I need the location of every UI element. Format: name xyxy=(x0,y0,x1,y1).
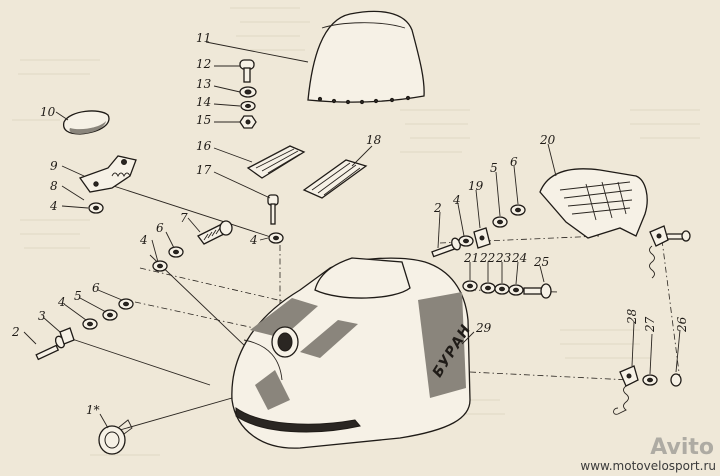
part-10-cap xyxy=(62,110,110,135)
part-7-bolt xyxy=(197,220,233,245)
part-24-washer xyxy=(508,284,524,296)
label-part-20: 20 xyxy=(539,133,556,147)
label-part-21: 21 xyxy=(463,251,479,265)
label-leaders xyxy=(23,41,681,429)
label-part-2-left: 2 xyxy=(11,325,20,339)
part-2-screw-right xyxy=(431,237,461,258)
part-4-washer-left-mid xyxy=(152,260,168,272)
part-21-washer xyxy=(462,280,478,292)
label-part-16: 16 xyxy=(196,139,212,153)
label-part-24: 24 xyxy=(511,251,527,265)
part-16-grille xyxy=(246,145,306,179)
label-part-6-mid: 6 xyxy=(156,221,164,235)
part-labels: 1* 2 3 4 5 6 4 6 7 4 8 9 10 11 12 13 14 … xyxy=(11,31,689,417)
part-4-washer-center xyxy=(268,232,284,244)
label-part-4-center: 4 xyxy=(249,233,258,247)
label-part-5-left: 5 xyxy=(74,289,82,303)
label-part-28: 28 xyxy=(625,308,639,325)
label-part-22: 22 xyxy=(479,251,495,265)
label-part-12: 12 xyxy=(196,57,211,71)
label-part-4-right: 4 xyxy=(452,193,461,207)
label-part-11: 11 xyxy=(196,31,211,45)
part-6-washer-left xyxy=(118,298,134,310)
label-part-13: 13 xyxy=(196,77,212,91)
part-26-pin xyxy=(665,230,691,387)
label-part-25: 25 xyxy=(533,255,549,269)
avito-logo: Avito xyxy=(650,435,714,460)
label-part-5-right: 5 xyxy=(490,161,498,175)
label-part-3: 3 xyxy=(38,309,46,323)
label-part-23: 23 xyxy=(495,251,512,265)
part-13-washer xyxy=(239,86,257,98)
part-12-screw xyxy=(239,59,255,83)
part-6-washer-left-mid xyxy=(168,246,184,258)
label-part-6-left: 6 xyxy=(92,281,100,295)
label-part-1: 1* xyxy=(86,403,100,417)
label-part-15: 15 xyxy=(196,113,211,127)
label-part-4-mid: 4 xyxy=(139,233,148,247)
label-part-2-right: 2 xyxy=(433,201,442,215)
label-part-8: 8 xyxy=(50,179,58,193)
part-3-clip xyxy=(59,327,75,345)
part-28-latch xyxy=(613,225,669,415)
part-20-box xyxy=(539,168,648,239)
part-22-washer xyxy=(480,282,496,294)
part-19-clip xyxy=(473,227,491,249)
label-part-4-left: 4 xyxy=(57,295,66,309)
label-part-9: 9 xyxy=(50,159,58,173)
part-4-washer-right xyxy=(458,235,474,247)
part-9-bracket xyxy=(78,155,137,193)
label-part-19: 19 xyxy=(468,179,484,193)
label-part-17: 17 xyxy=(196,163,212,177)
label-part-29: 29 xyxy=(475,321,492,335)
part-18-grille xyxy=(302,159,368,199)
label-part-7: 7 xyxy=(180,211,188,225)
watermark-url: www.motovelosport.ru xyxy=(580,459,716,473)
part-6-washer-right xyxy=(510,204,526,216)
part-11-windshield xyxy=(307,10,425,105)
label-part-10: 10 xyxy=(40,105,56,119)
part-29-hood: БУРАН xyxy=(231,257,475,449)
part-5-washer-left xyxy=(102,309,118,321)
part-27-washer xyxy=(642,374,658,386)
label-part-14: 14 xyxy=(196,95,211,109)
label-part-4-upper: 4 xyxy=(49,199,58,213)
label-part-6-right: 6 xyxy=(510,155,518,169)
label-part-26: 26 xyxy=(675,316,689,333)
part-1-ring xyxy=(98,419,133,455)
part-25-bolt xyxy=(523,283,552,299)
label-part-27: 27 xyxy=(643,316,657,333)
label-part-18: 18 xyxy=(366,133,382,147)
part-4-washer-left xyxy=(82,318,98,330)
part-5-washer-right xyxy=(492,216,508,228)
part-23-nut xyxy=(494,283,510,295)
part-8-washer xyxy=(88,202,104,214)
part-14-washer xyxy=(240,100,256,112)
part-17-pin xyxy=(267,194,279,225)
part-15-nut xyxy=(239,115,257,129)
